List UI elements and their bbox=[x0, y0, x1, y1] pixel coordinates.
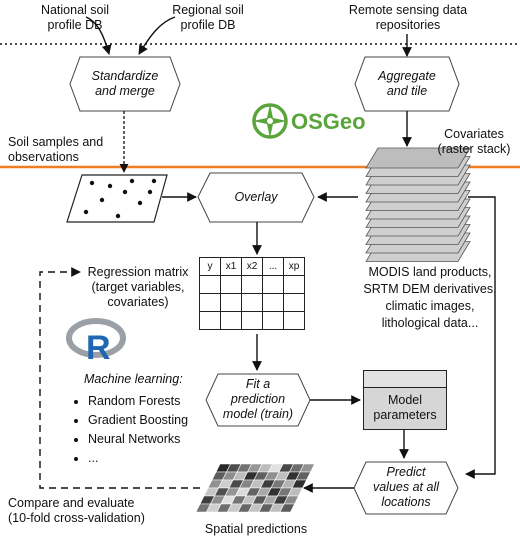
spatial-predictions-map bbox=[195, 463, 315, 513]
matrix-header-cell: ... bbox=[262, 257, 284, 276]
ml-method-item: ... bbox=[88, 449, 188, 468]
model-parameters-header bbox=[364, 371, 446, 388]
matrix-row bbox=[199, 275, 305, 294]
standardize-node bbox=[69, 56, 181, 112]
matrix-header-row: y x1 x2 ... xp bbox=[199, 257, 305, 276]
r-logo: R bbox=[66, 318, 126, 367]
fit-model-label: Fit a prediction model (train) bbox=[222, 377, 294, 421]
ml-method-item: Gradient Boosting bbox=[88, 411, 188, 430]
ml-methods-list: Random Forests Gradient Boosting Neural … bbox=[70, 392, 188, 468]
raster-layer bbox=[365, 147, 471, 169]
aggregate-label: Aggregate and tile bbox=[378, 69, 436, 98]
osgeo-logo: OSGeo bbox=[252, 103, 366, 139]
regression-matrix-table: y x1 x2 ... xp bbox=[199, 257, 305, 330]
matrix-header-cell: x2 bbox=[241, 257, 263, 276]
compare-evaluate-label: Compare and evaluate (10-fold cross-vali… bbox=[8, 496, 145, 525]
ml-method-item: Neural Networks bbox=[88, 430, 188, 449]
regional-db-label: Regional soil profile DB bbox=[172, 3, 244, 32]
standardize-label: Standardize and merge bbox=[91, 69, 159, 98]
osgeo-logo-text: OSGeo bbox=[291, 109, 366, 134]
fit-model-node bbox=[205, 373, 311, 427]
aggregate-node bbox=[354, 56, 460, 112]
arrow-cross-validation-feedback bbox=[39, 267, 200, 489]
machine-learning-heading: Machine learning: bbox=[84, 372, 183, 386]
regression-matrix-label: Regression matrix (target variables, cov… bbox=[87, 265, 189, 309]
model-parameters-box: Model parameters bbox=[363, 370, 447, 430]
sample-points bbox=[83, 178, 157, 219]
r-logo-text: R bbox=[86, 329, 111, 367]
predict-label: Predict values at all locations bbox=[372, 465, 439, 509]
soil-samples-box bbox=[66, 174, 168, 223]
spatial-predictions-label: Spatial predictions bbox=[204, 522, 308, 536]
prediction-cell bbox=[279, 503, 295, 513]
arrow-national-to-standardize bbox=[85, 16, 112, 55]
remote-sensing-label: Remote sensing data repositories bbox=[348, 3, 468, 32]
soil-samples-label: Soil samples and observations bbox=[8, 135, 104, 164]
ml-method-item: Random Forests bbox=[88, 392, 188, 411]
matrix-row bbox=[199, 311, 305, 330]
matrix-header-cell: y bbox=[199, 257, 221, 276]
overlay-node bbox=[197, 172, 315, 223]
matrix-row bbox=[199, 293, 305, 312]
covariates-label: Covariates (raster stack) bbox=[437, 127, 511, 156]
national-db-label: National soil profile DB bbox=[40, 3, 110, 32]
arrow-covariates-to-predict bbox=[465, 196, 496, 479]
matrix-header-cell: xp bbox=[283, 257, 305, 276]
covariate-sources-label: MODIS land products, SRTM DEM derivative… bbox=[363, 265, 497, 330]
overlay-label: Overlay bbox=[234, 190, 278, 204]
arrow-regional-to-standardize bbox=[138, 16, 176, 55]
model-parameters-label: Model parameters bbox=[373, 393, 437, 422]
matrix-header-cell: x1 bbox=[220, 257, 242, 276]
covariates-raster-stack bbox=[365, 147, 471, 262]
